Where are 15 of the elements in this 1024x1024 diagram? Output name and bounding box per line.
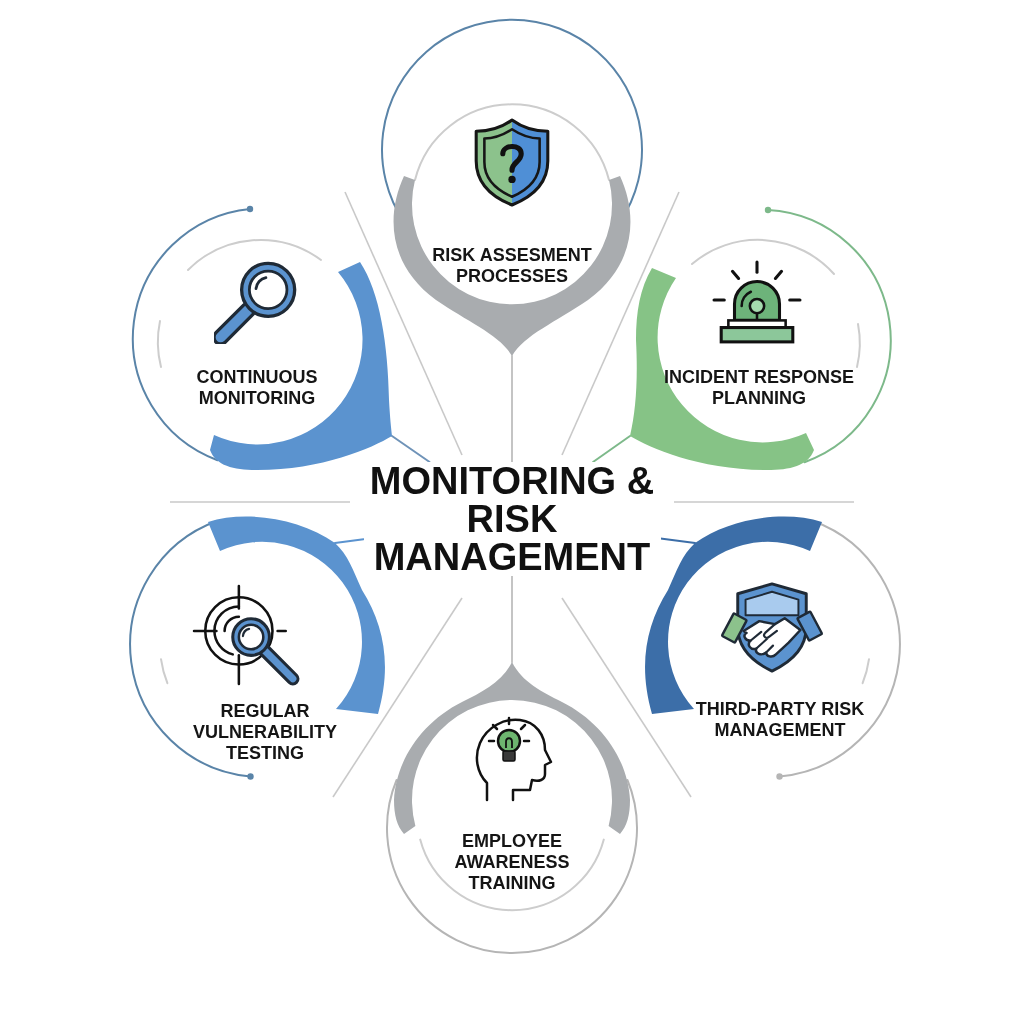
topic-label: INCIDENT RESPONSE PLANNING [663, 367, 855, 409]
topic-label: REGULAR VULNERABILITY TESTING [192, 701, 338, 764]
topic-label: RISK ASSESMENT PROCESSES [431, 245, 593, 287]
connector-line [511, 575, 513, 663]
connector-line [592, 435, 631, 463]
topic-label: CONTINUOUS MONITORING [195, 367, 319, 409]
topic-label: EMPLOYEE AWARENESS TRAINING [453, 831, 571, 894]
hub-title: MONITORING & RISK MANAGEMENT [363, 462, 661, 576]
topic-node [384, 660, 640, 957]
connector-line [659, 537, 696, 544]
topic-label: THIRD-PARTY RISK MANAGEMENT [694, 699, 866, 741]
topic-node [380, 16, 644, 357]
connector-line [511, 355, 513, 463]
connector-line [391, 435, 431, 463]
connector-line [334, 538, 365, 544]
